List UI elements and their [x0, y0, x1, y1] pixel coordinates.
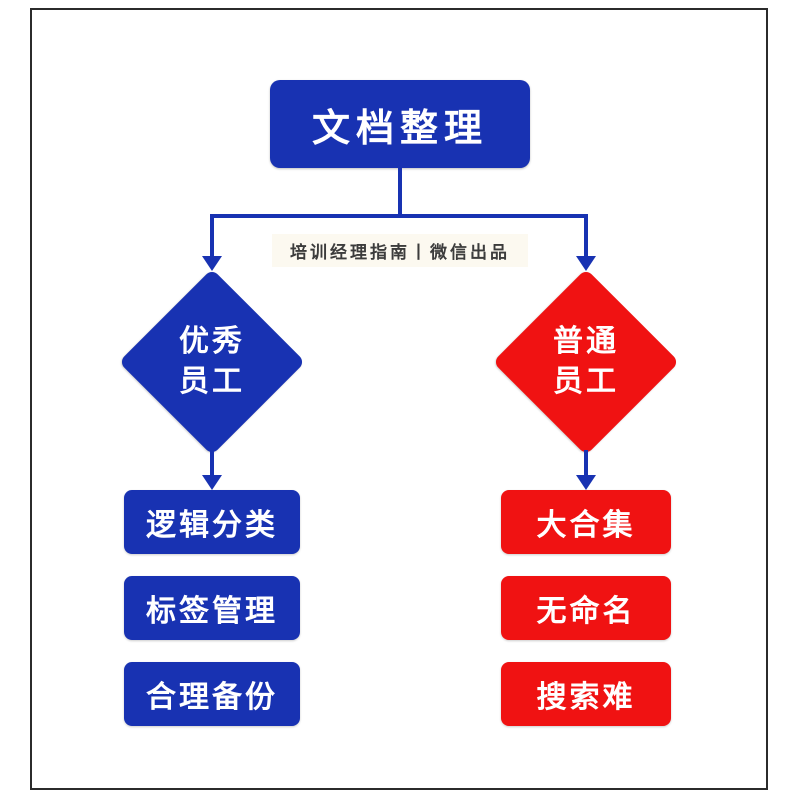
arrow-down-icon — [576, 256, 596, 271]
diamond-label-excellent-employee: 优秀 员工 — [132, 322, 292, 401]
result-box-reasonable-backup: 合理备份 — [124, 662, 300, 726]
diamond-label-line1: 优秀 — [179, 325, 245, 358]
connector-right-vertical — [584, 214, 588, 258]
arrow-down-icon — [202, 475, 222, 490]
connector-left-vertical — [210, 214, 214, 258]
diamond-label-line2: 员工 — [553, 364, 619, 398]
diamond-label-line1: 普通 — [553, 325, 619, 358]
root-node-document-organizing: 文档整理 — [270, 80, 530, 168]
result-box-label: 逻辑分类 — [146, 509, 278, 542]
arrow-down-icon — [576, 475, 596, 490]
connector-root-vertical — [398, 168, 402, 218]
result-box-hard-to-search: 搜索难 — [501, 662, 671, 726]
result-box-label: 无命名 — [536, 595, 636, 628]
connector-right-diamond-to-box — [584, 450, 588, 478]
connector-branch-horizontal — [210, 214, 588, 218]
result-box-tag-management: 标签管理 — [124, 576, 300, 640]
result-box-label: 合理备份 — [146, 681, 278, 714]
arrow-down-icon — [202, 256, 222, 271]
diamond-label-ordinary-employee: 普通 员工 — [506, 322, 666, 401]
result-box-label: 搜索难 — [536, 681, 636, 714]
result-box-big-collection: 大合集 — [501, 490, 671, 554]
result-box-no-naming: 无命名 — [501, 576, 671, 640]
connector-left-diamond-to-box — [210, 450, 214, 478]
watermark-text: 培训经理指南丨微信出品 — [272, 234, 528, 267]
diamond-label-line2: 员工 — [179, 364, 245, 398]
root-node-label: 文档整理 — [311, 107, 488, 150]
result-box-label: 标签管理 — [146, 595, 278, 628]
result-box-logical-classification: 逻辑分类 — [124, 490, 300, 554]
result-box-label: 大合集 — [536, 509, 636, 542]
outer-frame — [30, 8, 768, 790]
watermark: 培训经理指南丨微信出品 — [0, 234, 800, 267]
